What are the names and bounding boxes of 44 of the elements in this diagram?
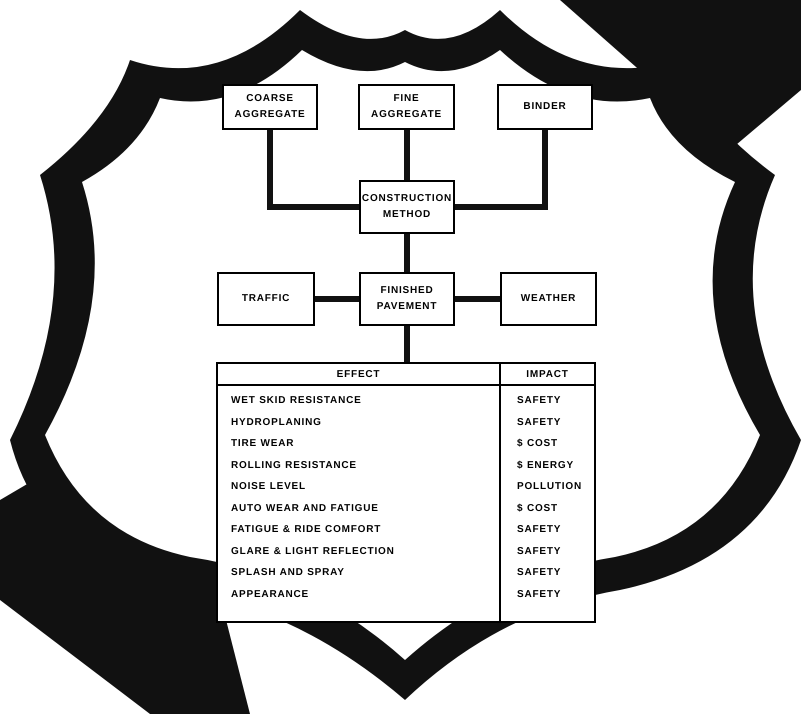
impact-text: SAFETY <box>517 416 562 430</box>
box-label: COARSE AGGREGATE <box>234 92 306 122</box>
effect-text: NOISE LEVEL <box>231 480 307 494</box>
connector-line <box>315 296 359 302</box>
effect-text: TIRE WEAR <box>231 437 296 451</box>
process-box <box>500 272 597 326</box>
connector-line <box>404 234 410 272</box>
connector-line <box>404 130 410 180</box>
column-header: EFFECT <box>336 368 380 382</box>
impact-text: $ COST <box>517 437 559 451</box>
process-box <box>497 84 593 130</box>
column-header: IMPACT <box>526 368 569 382</box>
effect-text: WET SKID RESISTANCE <box>231 394 363 408</box>
impact-text: SAFETY <box>517 523 562 537</box>
process-box <box>359 272 455 326</box>
connector-line <box>267 130 359 210</box>
impact-text: SAFETY <box>517 588 562 602</box>
impact-text: $ ENERGY <box>517 458 575 472</box>
process-box <box>217 272 315 326</box>
box-label: FINISHED PAVEMENT <box>376 284 438 314</box>
process-box <box>222 84 318 130</box>
effect-text: APPEARANCE <box>231 588 310 602</box>
connector-line <box>404 326 410 362</box>
effect-text: FATIGUE & RIDE COMFORT <box>231 523 382 537</box>
effect-text: HYDROPLANING <box>231 416 323 430</box>
box-label: TRAFFIC <box>242 292 290 306</box>
process-box <box>359 180 455 234</box>
effect-text: AUTO WEAR AND FATIGUE <box>231 502 380 516</box>
process-box <box>358 84 455 130</box>
effect-text: ROLLING RESISTANCE <box>231 458 358 472</box>
connector-line <box>455 296 500 302</box>
impact-text: SAFETY <box>517 566 562 580</box>
effect-impact-table <box>216 362 596 623</box>
box-label: FINE AGGREGATE <box>370 92 443 122</box>
box-label: WEATHER <box>520 292 576 306</box>
effect-text: GLARE & LIGHT REFLECTION <box>231 544 396 558</box>
impact-text: $ COST <box>517 502 559 516</box>
connector-line <box>455 130 548 210</box>
impact-text: POLLUTION <box>517 480 583 494</box>
box-label: CONSTRUCTION METHOD <box>362 192 452 222</box>
impact-text: SAFETY <box>517 394 562 408</box>
box-label: BINDER <box>523 100 567 114</box>
impact-text: SAFETY <box>517 544 562 558</box>
effect-text: SPLASH AND SPRAY <box>231 566 346 580</box>
